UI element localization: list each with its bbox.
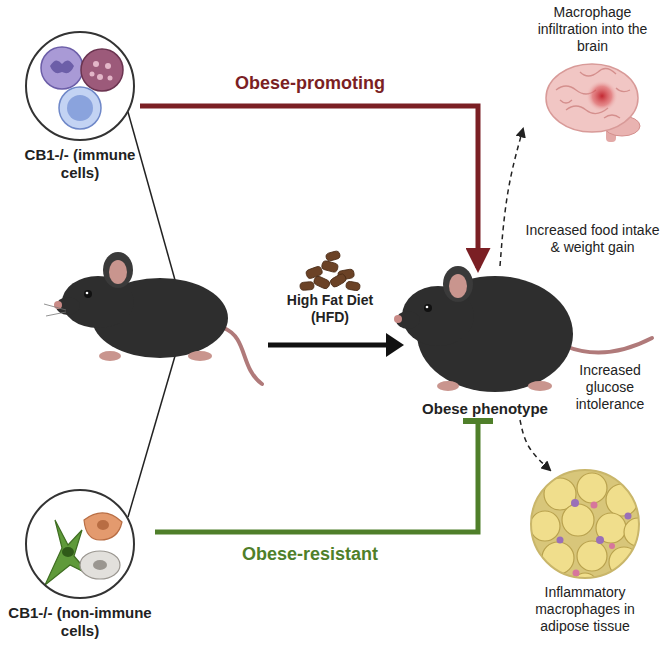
node-text: Macrophage infiltration into the brain xyxy=(525,4,660,54)
edge-label: Obese-promoting xyxy=(235,73,385,94)
cell-group-circle: CB1-/- (non-immune cells) xyxy=(5,488,155,644)
cell-group-circle: CB1-/- (immune cells) xyxy=(20,30,140,186)
link-line xyxy=(128,112,175,280)
effect-note: Increased glucose intolerance xyxy=(560,362,660,412)
node-text: Inflammatory macrophages in adipose tiss… xyxy=(510,584,660,634)
food-pellets xyxy=(300,250,361,291)
circle-outline xyxy=(24,488,136,600)
lean-mouse xyxy=(44,252,262,384)
circle-outline xyxy=(529,468,641,580)
inhibit-line xyxy=(155,421,478,532)
node-text: Obese phenotype xyxy=(422,400,548,418)
adipose-node: Inflammatory macrophages in adipose tiss… xyxy=(510,468,660,638)
immune-cells xyxy=(41,47,123,129)
diet-arrow xyxy=(268,333,404,357)
diet-label: High Fat Diet (HFD) xyxy=(270,292,390,326)
node-text: CB1-/- (immune cells) xyxy=(20,146,140,182)
edge-label: Obese-resistant xyxy=(242,544,378,565)
adipose-tissue xyxy=(530,470,652,599)
circle-outline xyxy=(26,490,134,598)
link-line xyxy=(128,356,175,517)
node-text: CB1-/- (non-immune cells) xyxy=(5,604,155,640)
brain xyxy=(546,64,640,142)
effect-arrow xyxy=(500,129,523,266)
effect-arrow xyxy=(520,420,550,470)
phenotype-node: Obese phenotype xyxy=(410,268,560,418)
circle-outline xyxy=(26,32,134,140)
brain-node: Macrophage infiltration into the brain xyxy=(525,4,660,154)
promote-arrow xyxy=(140,106,478,268)
circle-outline xyxy=(24,30,136,142)
circle-outline xyxy=(531,470,639,578)
effect-note: Increased food intake & weight gain xyxy=(525,222,660,256)
non-immune-cells xyxy=(45,513,122,585)
